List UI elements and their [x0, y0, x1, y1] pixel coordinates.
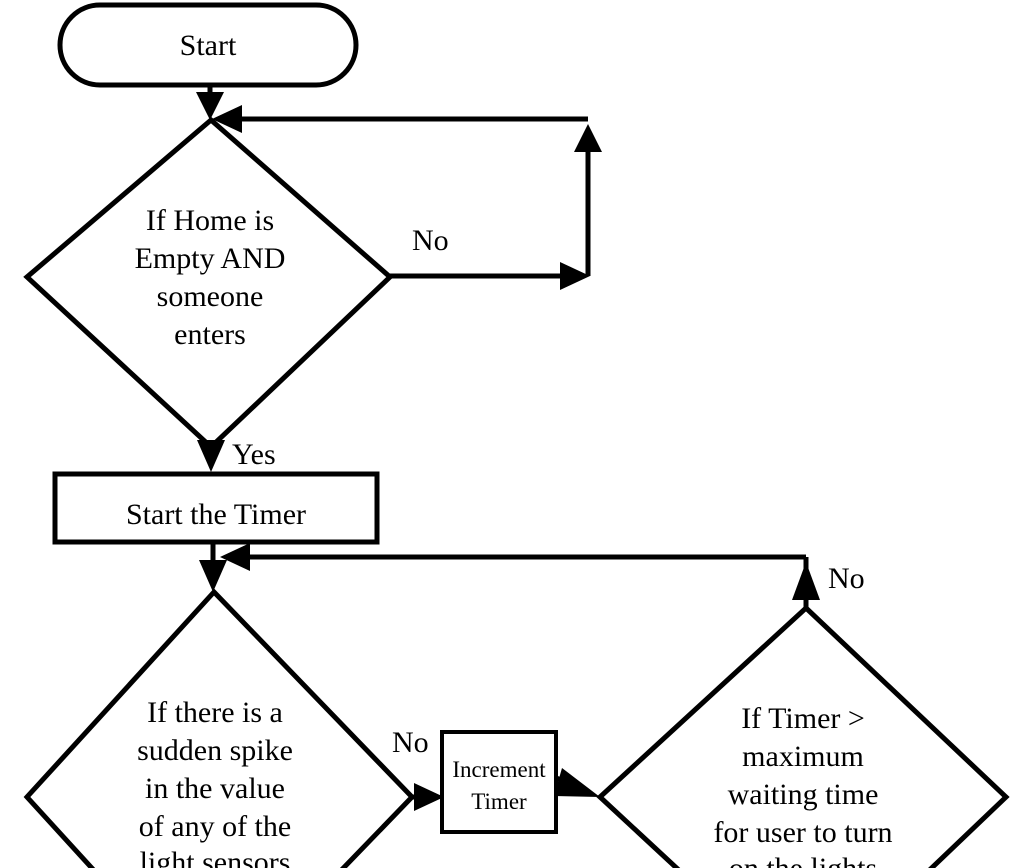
edge-increment-timer-to-timer-max — [554, 768, 600, 797]
start-label: Start — [180, 29, 237, 62]
timer-max-line-1: If Timer > — [741, 702, 865, 735]
spike-decision-line-3: in the value — [145, 772, 285, 805]
edge-timer-max-no-return — [220, 543, 820, 628]
spike-decision-line-1: If there is a — [147, 696, 283, 729]
edge-spike-decision-no — [412, 783, 444, 811]
timer-max-line-3: waiting time — [728, 778, 879, 811]
increment-timer-line-1: Increment — [452, 757, 546, 782]
arrowhead-right-no-loop — [560, 262, 590, 290]
node-home-empty-decision[interactable]: If Home is Empty AND someone enters — [23, 116, 394, 451]
node-start-timer[interactable]: Start the Timer — [52, 471, 380, 545]
edge-home-decision-yes — [197, 440, 225, 472]
start-timer-shape — [52, 471, 380, 545]
edge-label-spike-no: No — [392, 726, 429, 759]
home-decision-line-1: If Home is — [146, 204, 274, 237]
arrowhead-up-timer-max-no — [792, 562, 820, 600]
edge-label-home-no: No — [412, 224, 449, 257]
timer-max-line-2: maximum — [742, 740, 864, 773]
increment-timer-line-2: Timer — [471, 789, 527, 814]
spike-decision-line-4: of any of the — [139, 810, 291, 843]
increment-timer-shape — [440, 730, 558, 834]
node-start[interactable]: Start — [57, 2, 359, 88]
spike-decision-line-2: sudden spike — [137, 734, 293, 767]
arrowhead-up-no-loop — [574, 124, 602, 152]
arrowhead-right-to-timer-max-decision — [554, 768, 600, 797]
arrowhead-down-to-home-decision — [196, 92, 224, 120]
node-increment-timer[interactable]: Increment Timer — [440, 730, 558, 834]
edge-label-timer-max-no: No — [828, 562, 865, 595]
arrowhead-down-to-spike-decision — [199, 560, 227, 592]
arrowhead-left-into-spike-decision — [220, 543, 250, 571]
arrowhead-left-into-home-decision — [212, 105, 242, 133]
spike-decision-line-5: light sensors — [140, 846, 291, 868]
timer-max-decision-shape — [596, 604, 1010, 868]
node-light-spike-decision[interactable]: If there is a sudden spike in the value … — [23, 588, 416, 868]
edge-home-decision-no-loop — [212, 105, 602, 290]
spike-decision-shape — [23, 588, 416, 868]
home-decision-line-4: enters — [174, 318, 246, 351]
edge-start-to-home-decision — [196, 85, 224, 120]
edge-start-timer-to-spike-decision — [199, 542, 227, 592]
home-decision-line-3: someone — [157, 280, 264, 313]
arrowhead-right-to-increment-timer — [414, 783, 444, 811]
start-timer-label: Start the Timer — [126, 498, 306, 531]
timer-max-line-4: for user to turn — [713, 816, 892, 849]
home-decision-line-2: Empty AND — [135, 242, 286, 275]
arrowhead-down-to-start-timer — [197, 440, 225, 472]
node-timer-max-decision[interactable]: If Timer > maximum waiting time for user… — [596, 604, 1010, 868]
edge-label-home-yes: Yes — [232, 438, 276, 471]
